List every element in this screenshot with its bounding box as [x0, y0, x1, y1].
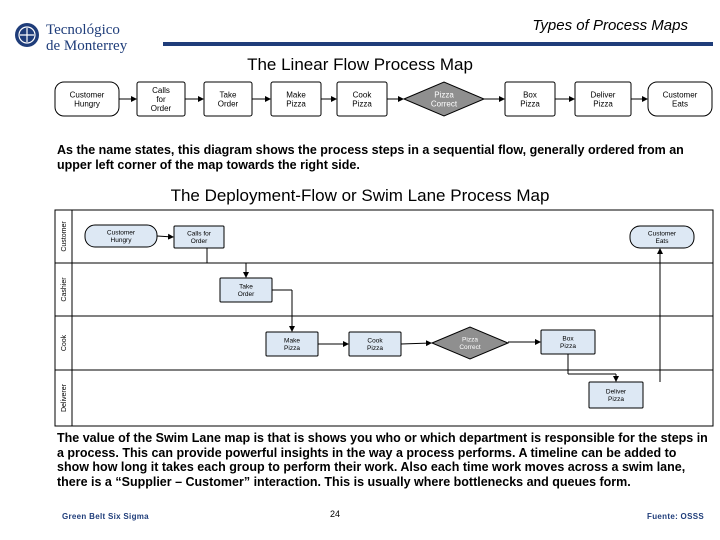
step-label: Correct — [431, 99, 458, 108]
process-box — [540, 329, 596, 355]
step-label: Hungry — [111, 237, 133, 244]
linear-map-title: The Linear Flow Process Map — [247, 55, 473, 74]
step-label: Pizza — [434, 90, 454, 99]
step-label: Eats — [655, 238, 669, 245]
terminal-node — [647, 81, 713, 117]
terminal-node — [629, 225, 695, 249]
process-box — [265, 331, 319, 357]
logo-text-line1: Tecnológico — [46, 22, 120, 38]
step-label: Pizza — [560, 343, 576, 350]
step-label: Take — [239, 284, 253, 291]
process-box — [588, 381, 644, 409]
step-label: Hungry — [74, 99, 100, 108]
step-label: Make — [284, 338, 300, 345]
lane-label: Customer — [61, 221, 68, 252]
page-title: Types of Process Maps — [532, 17, 688, 34]
step-label: Eats — [672, 99, 688, 108]
step-label: Pizza — [520, 99, 540, 108]
lane-label: Cashier — [61, 277, 68, 302]
step-label: Make — [286, 90, 306, 99]
process-box — [348, 331, 402, 357]
step-label: Pizza — [367, 345, 383, 352]
footer-course-name: Green Belt Six Sigma — [62, 512, 149, 521]
swim-lane-diagram: CustomerCashierCookDelivererCustomerHung… — [54, 209, 714, 427]
step-label: Correct — [459, 344, 481, 351]
step-label: Cook — [353, 90, 373, 99]
terminal-node — [84, 224, 158, 248]
step-label: Pizza — [284, 345, 300, 352]
step-label: Box — [523, 90, 537, 99]
flow-arrow — [156, 233, 174, 240]
step-label: Customer — [648, 231, 677, 238]
page-number: 24 — [330, 509, 341, 519]
linear-map-description: As the name states, this diagram shows t… — [57, 143, 684, 172]
logo-text-line2: de Monterrey — [46, 38, 128, 54]
step-label: Order — [238, 291, 255, 298]
flow-arrow — [400, 340, 432, 347]
step-label: Order — [191, 238, 208, 245]
footer-source: Fuente: OSSS — [647, 512, 704, 521]
step-label: Deliver — [606, 389, 627, 396]
swim-lane-title: The Deployment-Flow or Swim Lane Process… — [170, 186, 550, 205]
step-label: Pizza — [286, 99, 306, 108]
decision-diamond — [430, 326, 510, 360]
step-label: Deliver — [591, 90, 616, 99]
header-divider — [163, 42, 713, 46]
lane-label: Deliverer — [61, 383, 68, 412]
logo-icon — [15, 23, 39, 47]
step-label: Take — [220, 90, 237, 99]
step-label: Box — [562, 336, 574, 343]
step-label: Customer — [70, 90, 105, 99]
step-label: Cook — [367, 338, 383, 345]
lane-label: Cook — [61, 334, 68, 351]
process-box — [219, 277, 273, 303]
step-label: Customer — [107, 230, 136, 237]
process-box — [173, 225, 225, 249]
step-label: Pizza — [352, 99, 372, 108]
step-label: Pizza — [593, 99, 613, 108]
step-label: for — [156, 95, 166, 104]
step-label: Customer — [663, 90, 698, 99]
step-label: Pizza — [462, 337, 478, 344]
step-label: Order — [151, 104, 172, 113]
step-label: Calls for — [187, 231, 212, 238]
step-label: Pizza — [608, 396, 624, 403]
linear-flow-diagram: CustomerHungryCallsforOrderTakeOrderMake… — [54, 81, 713, 117]
swim-lane-description: The value of the Swim Lane map is that i… — [57, 431, 708, 489]
step-label: Order — [218, 99, 239, 108]
step-label: Calls — [152, 86, 170, 95]
